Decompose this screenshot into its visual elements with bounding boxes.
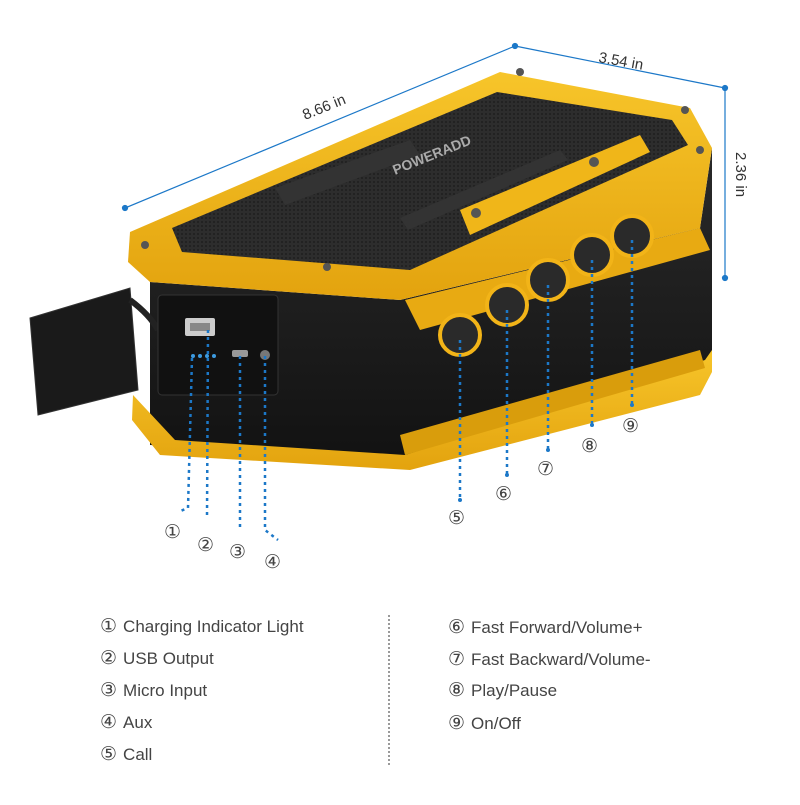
- width-dimension-line: [514, 45, 726, 89]
- charging-indicator-leds: [191, 354, 216, 358]
- legend-divider: [388, 615, 390, 765]
- control-buttons: [438, 214, 654, 357]
- callout-4: ④: [264, 551, 281, 573]
- callout-1: ①: [164, 521, 181, 543]
- callout-6: ⑥: [495, 483, 512, 505]
- callout-2: ②: [197, 534, 214, 556]
- dimension-lines: [121, 42, 729, 282]
- aux-port: [260, 350, 270, 360]
- port-cover-flap: [29, 287, 161, 416]
- speaker-body: POWERADD: [128, 68, 712, 470]
- callout-3: ③: [229, 541, 246, 563]
- callout-lines: [177, 240, 634, 541]
- height-label: 2.36 in: [732, 152, 749, 197]
- callout-8: ⑧: [581, 435, 598, 457]
- port-panel: [157, 294, 279, 396]
- callout-5: ⑤: [448, 507, 465, 529]
- width-label: 3.54 in: [597, 49, 644, 74]
- callout-9: ⑨: [622, 415, 639, 437]
- length-dimension-line: [124, 45, 516, 209]
- callout-7: ⑦: [537, 458, 554, 480]
- micro-usb-port: [232, 350, 248, 357]
- screws: [141, 68, 704, 271]
